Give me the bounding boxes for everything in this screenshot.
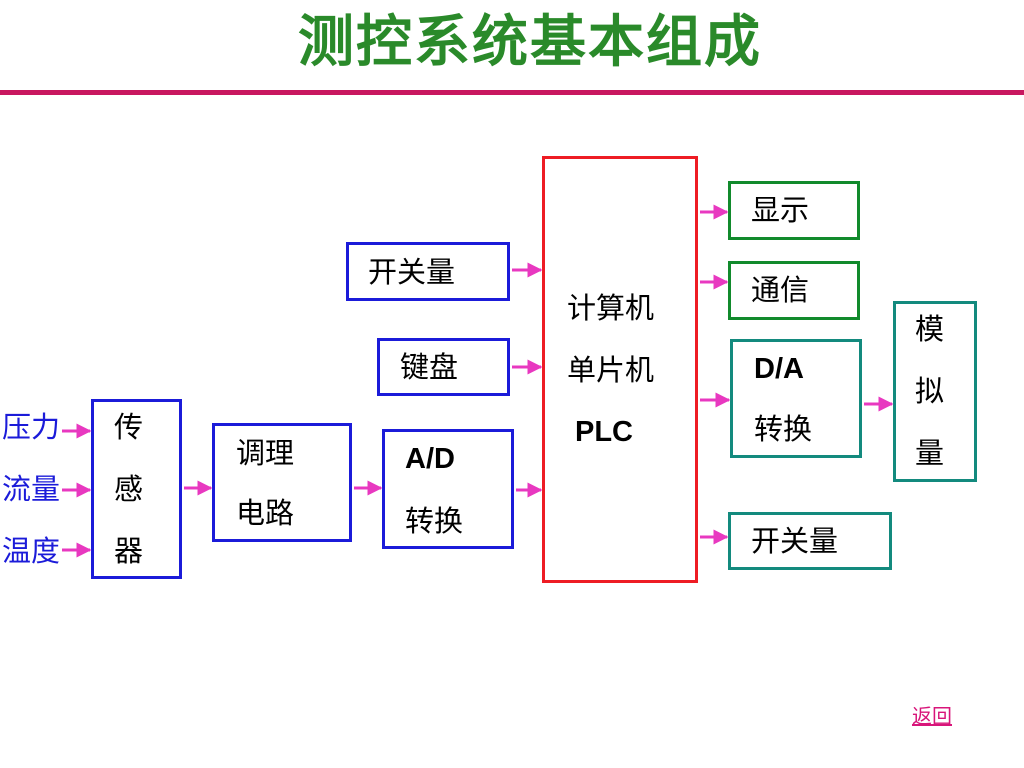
switch-output-box [728, 512, 892, 570]
switch-input-box [346, 242, 510, 301]
page-title: 测控系统基本组成 [298, 10, 762, 75]
computer-label-3: PLC [575, 416, 633, 448]
computer-label-1: 计算机 [567, 291, 655, 325]
analog-label-3: 量 [915, 436, 945, 470]
switch-input-label: 开关量 [368, 255, 456, 289]
back-link[interactable]: 返回 [912, 704, 952, 728]
analog-output-box [893, 301, 977, 482]
sensor-label-1: 传 [114, 410, 144, 444]
ad-label-2: 转换 [405, 504, 464, 538]
conditioning-label-1: 调理 [236, 436, 295, 470]
conditioning-label-2: 电路 [236, 496, 295, 530]
title-divider [0, 90, 1024, 95]
analog-label-1: 模 [915, 312, 945, 346]
switch-output-label: 开关量 [751, 524, 839, 558]
input-flow-label: 流量 [2, 472, 61, 506]
display-label: 显示 [751, 193, 810, 227]
da-label-1: D/A [754, 353, 804, 385]
keyboard-box [377, 338, 510, 396]
conditioning-circuit-box [212, 423, 352, 542]
sensor-label-3: 器 [114, 534, 144, 568]
display-box [728, 181, 860, 240]
ad-converter-box [382, 429, 514, 549]
sensor-label-2: 感 [114, 472, 144, 506]
ad-label-1: A/D [405, 443, 455, 475]
da-label-2: 转换 [754, 412, 813, 446]
communication-label: 通信 [751, 273, 810, 307]
sensor-box [91, 399, 182, 579]
communication-box [728, 261, 860, 320]
analog-label-2: 拟 [915, 374, 945, 408]
da-converter-box [730, 339, 862, 458]
input-temperature-label: 温度 [2, 534, 61, 568]
computer-box [542, 156, 698, 583]
input-pressure-label: 压力 [2, 410, 61, 444]
computer-label-2: 单片机 [567, 353, 655, 387]
keyboard-label: 键盘 [400, 350, 459, 384]
